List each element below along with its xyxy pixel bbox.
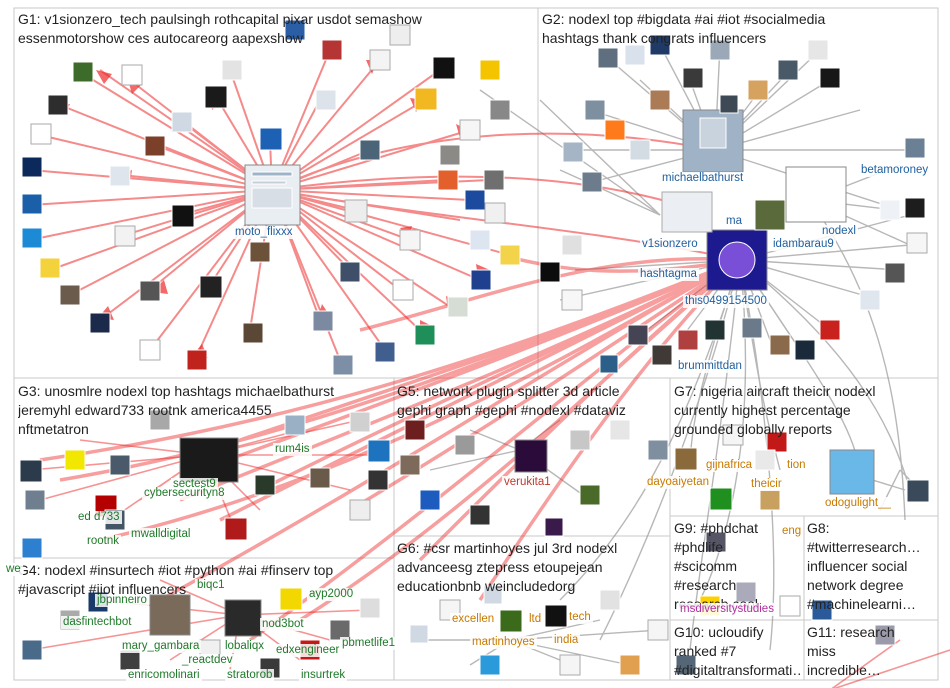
node-label: _reactdev (180, 654, 235, 667)
node-label: tech (567, 611, 593, 624)
node-label: msdiversitystudies (678, 603, 776, 616)
node-label: mwalldigital (129, 528, 193, 541)
group-boxes (13, 7, 939, 681)
group-title-g1: G1: v1sionzero_tech paulsingh rothcapita… (18, 11, 422, 46)
node-nodexl (785, 166, 847, 223)
node-label: moto_flixxx (233, 226, 295, 239)
node-label: stratorob (225, 669, 275, 682)
node-label: odogulight__ (823, 497, 893, 510)
node-label: rum4is (273, 443, 312, 456)
node-label: ed d733 (76, 511, 122, 524)
node-label: nod3bot (260, 618, 306, 631)
group-title-g4: G4: nodexl #insurtech #iot #python #ai #… (18, 562, 334, 597)
node-label: india (552, 634, 581, 647)
node-label: jbpinneiro (95, 594, 149, 607)
node-label: biqc1 (195, 579, 227, 592)
node-label: this0499154500 (683, 295, 769, 308)
node-label: tion (785, 459, 808, 472)
node-label: insurtrek (299, 669, 348, 682)
group-title-g8: G8: #twitterresearch… influencer social … (807, 520, 921, 612)
node-label: v1sionzero (640, 238, 700, 251)
node-label: edxengineer (274, 644, 342, 657)
group-title-g3: G3: unosmlre nodexl top hashtags michael… (18, 383, 334, 437)
group-title-g6: G6: #csr martinhoyes jul 3rd nodexl adva… (397, 540, 618, 594)
group-title-g11: G11: research miss incredible… (807, 624, 895, 678)
node-label: cybersecurityn8 (142, 487, 227, 500)
node-label: we (4, 563, 23, 576)
node-label: ma (724, 215, 744, 228)
node-label: lobaliqx (223, 640, 266, 653)
node-label: enricomolinari (126, 669, 202, 682)
node-label: idambarau9 (771, 238, 836, 251)
node-label: michaelbathurst (660, 172, 746, 185)
node-label: ltd (527, 613, 544, 626)
group-title-g2: G2: nodexl top #bigdata #ai #iot #social… (542, 11, 826, 46)
node-label: pbmetlife1 (340, 637, 398, 650)
node-label: eng (780, 525, 804, 538)
group-title-g7: G7: nigeria aircraft theicir nodexl curr… (674, 383, 876, 437)
node-label: ayp2000 (307, 588, 356, 601)
node-label: martinhoyes (470, 636, 537, 649)
group-title-g5: G5: network plugin splitter 3d article g… (397, 383, 626, 418)
node-label: nodexl (820, 225, 858, 238)
node-label: dayoaiyetan (645, 476, 712, 489)
node-label: betamoroney (859, 164, 931, 177)
group-title-g10: G10: ucloudify ranked #7 #digitaltransfo… (674, 624, 802, 678)
node-label: dasfintechbot (61, 616, 134, 629)
node-label: verukita1 (502, 476, 553, 489)
node-label: theicir (749, 478, 784, 491)
group-box-g11 (803, 619, 939, 681)
node-label: excellen (450, 613, 497, 626)
node-label: brummittdan (676, 360, 744, 373)
node-label: hashtagma (638, 268, 699, 281)
node-label: rootnk (85, 535, 121, 548)
nodes (19, 19, 930, 679)
node-label: gijnafrica (704, 459, 755, 472)
node-label: mary_gambara (120, 640, 202, 653)
